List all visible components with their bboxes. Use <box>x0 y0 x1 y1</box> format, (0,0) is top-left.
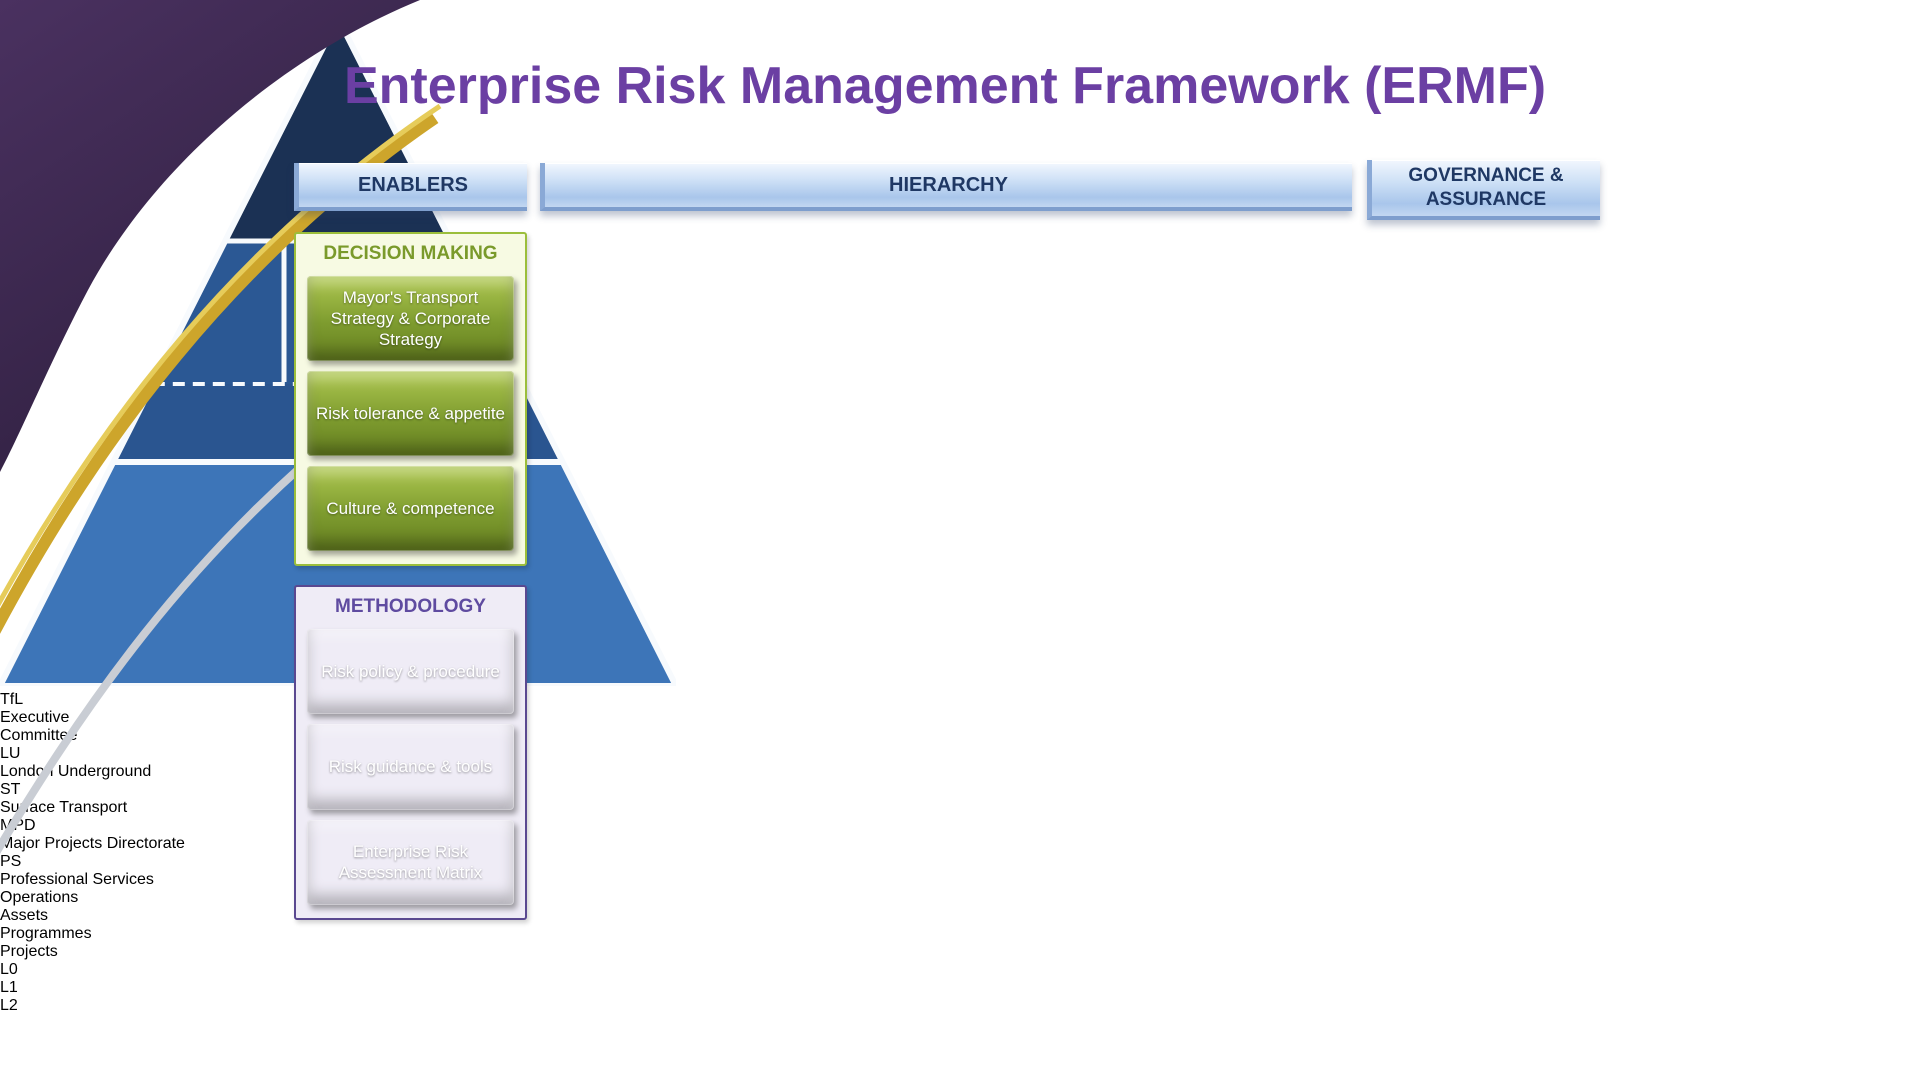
methodology-label: METHODOLOGY <box>335 596 486 617</box>
pyramid-l0-name-line2: Committee <box>0 727 78 744</box>
mpd-name: Major Projects Directorate <box>0 835 185 852</box>
header-enablers: ENABLERS <box>294 163 527 211</box>
l2-item-assets: Assets <box>0 907 49 924</box>
pyramid-l0-abbr: TfL <box>0 691 24 708</box>
escalation-arrows <box>0 1015 1920 1080</box>
header-hierarchy: HIERARCHY <box>540 163 1352 211</box>
ps-name: Professional Services <box>0 871 154 888</box>
box-mayors-transport-strategy: Mayor's Transport Strategy & Corporate S… <box>307 276 514 361</box>
l2-item-programmes: Programmes <box>0 925 92 942</box>
level-label-l0: L0 <box>0 961 18 978</box>
lu-name: London Underground <box>0 763 152 780</box>
pyramid-cell-surface-transport: ST Surface Transport <box>0 781 1920 817</box>
level-label-l1: L1 <box>0 979 18 996</box>
decision-making-label: DECISION MAKING <box>323 243 498 264</box>
box-enterprise-risk-assessment-matrix: Enterprise Risk Assessment Matrix <box>307 820 514 905</box>
box-risk-policy-procedure: Risk policy & procedure <box>307 629 514 714</box>
st-name: Surface Transport <box>0 799 128 816</box>
l2-item-operations: Operations <box>0 889 79 906</box>
methodology-panel: METHODOLOGY Risk policy & procedure Risk… <box>294 585 527 920</box>
pyramid-l2-list: Operations Assets Programmes Projects <box>0 889 1920 961</box>
header-enablers-label: ENABLERS <box>357 173 468 196</box>
page-title: Enterprise Risk Management Framework (ER… <box>343 57 1547 115</box>
box-risk-tolerance-appetite: Risk tolerance & appetite <box>307 371 514 456</box>
header-hierarchy-label: HIERARCHY <box>889 173 1008 196</box>
pyramid-cell-professional-services: PS Professional Services <box>0 853 1920 889</box>
decision-making-panel: DECISION MAKING Mayor's Transport Strate… <box>294 232 527 566</box>
box-risk-guidance-tools: Risk guidance & tools <box>307 724 514 809</box>
header-governance-assurance: GOVERNANCE & ASSURANCE <box>1367 160 1600 220</box>
header-governance-assurance-label: GOVERNANCE & ASSURANCE <box>1408 165 1564 210</box>
pyramid-cell-london-underground: LU London Underground <box>0 745 1920 781</box>
pyramid-l0-name-line1: Executive <box>0 709 70 726</box>
ps-abbr: PS <box>0 853 22 870</box>
st-abbr: ST <box>0 781 21 798</box>
box-culture-competence: Culture & competence <box>307 466 514 551</box>
level-label-l2: L2 <box>0 997 18 1014</box>
pyramid-l0-name: Executive Committee <box>0 709 1920 745</box>
l2-item-projects: Projects <box>0 943 58 960</box>
lu-abbr: LU <box>0 745 21 762</box>
